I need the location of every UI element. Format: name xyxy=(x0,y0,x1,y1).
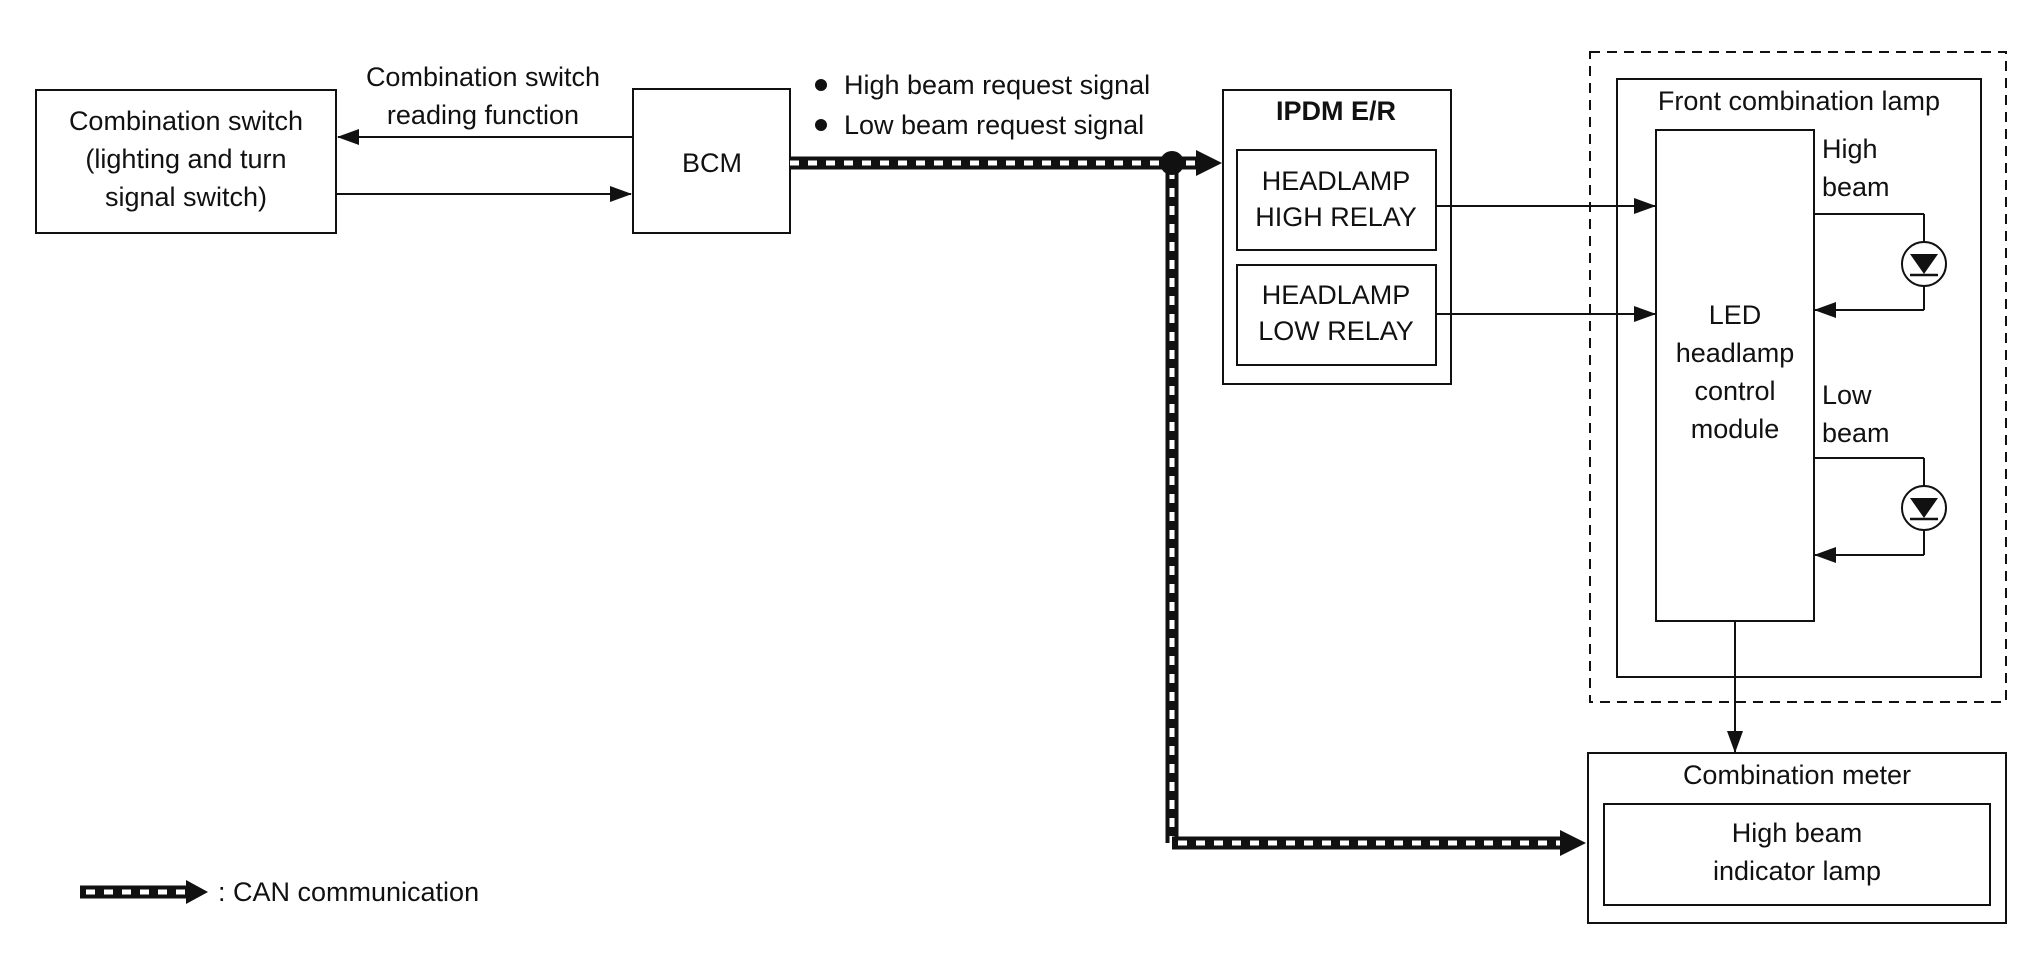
ipdm-box xyxy=(1222,89,1452,385)
headlamp-high-relay-box xyxy=(1236,149,1437,251)
combination-switch-block: Combination switch (lighting and turn si… xyxy=(35,89,337,234)
high-relay-label-line1: HEADLAMP xyxy=(1262,166,1411,196)
combination-switch-box xyxy=(35,89,337,234)
low-beam-request-signal-text: Low beam request signal xyxy=(844,110,1144,140)
high-relay-label-line2: HIGH RELAY xyxy=(1255,202,1417,232)
low-beam-led-icon xyxy=(1901,485,1947,531)
front-combination-lamp-title: Front combination lamp xyxy=(1658,86,1940,116)
low-relay-label-line2: LOW RELAY xyxy=(1258,316,1414,346)
module-label-line1: LED xyxy=(1709,300,1762,330)
combination-switch-label-line3: signal switch) xyxy=(105,182,267,212)
bullet-dot xyxy=(815,119,827,131)
combination-switch-label-line1: Combination switch xyxy=(69,106,303,136)
combination-meter-box xyxy=(1587,752,2007,924)
front-combination-lamp-block: Front combination lamp LED headlamp cont… xyxy=(1589,51,2007,703)
high-beam-led-icon xyxy=(1901,241,1947,287)
high-beam-label-line2: beam xyxy=(1822,172,1890,202)
high-beam-indicator-lamp-box xyxy=(1603,803,1991,906)
low-beam-label-line2: beam xyxy=(1822,418,1890,448)
bcm-label: BCM xyxy=(682,148,742,178)
can-junction-dot xyxy=(1160,151,1184,175)
reading-function-label-line2: reading function xyxy=(387,100,579,130)
can-signal-list: High beam request signal Low beam reques… xyxy=(815,70,1150,140)
can-communication-legend-text: : CAN communication xyxy=(218,877,479,907)
reading-function-label-line1: Combination switch xyxy=(366,62,600,92)
front-combination-lamp-box xyxy=(1616,78,1982,678)
ipdm-block: IPDM E/R HEADLAMP HIGH RELAY HEADLAMP LO… xyxy=(1222,89,1452,385)
module-label-line2: headlamp xyxy=(1676,338,1795,368)
legend-arrowhead xyxy=(186,880,208,904)
can-legend: : CAN communication xyxy=(80,877,479,907)
combination-meter-title: Combination meter xyxy=(1683,760,1911,790)
low-beam-label-line1: Low xyxy=(1822,380,1872,410)
can-bus-lines xyxy=(790,150,1586,856)
can-arrowhead-meter xyxy=(1560,830,1586,856)
reading-function-connection: Combination switch reading function xyxy=(336,62,633,202)
indicator-label-line2: indicator lamp xyxy=(1713,856,1881,886)
low-relay-label-line1: HEADLAMP xyxy=(1262,280,1411,310)
high-beam-request-signal-text: High beam request signal xyxy=(844,70,1150,100)
indicator-label-line1: High beam xyxy=(1732,818,1863,848)
lamp-dashed-outline xyxy=(1589,51,2007,703)
ipdm-title: IPDM E/R xyxy=(1276,96,1396,126)
bcm-block: BCM xyxy=(632,88,791,234)
can-arrowhead-ipdm xyxy=(1196,150,1222,176)
combination-meter-block: Combination meter High beam indicator la… xyxy=(1587,752,2007,924)
bullet-dot xyxy=(815,79,827,91)
high-beam-label-line1: High xyxy=(1822,134,1878,164)
module-label-line4: module xyxy=(1691,414,1780,444)
module-label-line3: control xyxy=(1694,376,1775,406)
combination-switch-label-line2: (lighting and turn xyxy=(85,144,286,174)
